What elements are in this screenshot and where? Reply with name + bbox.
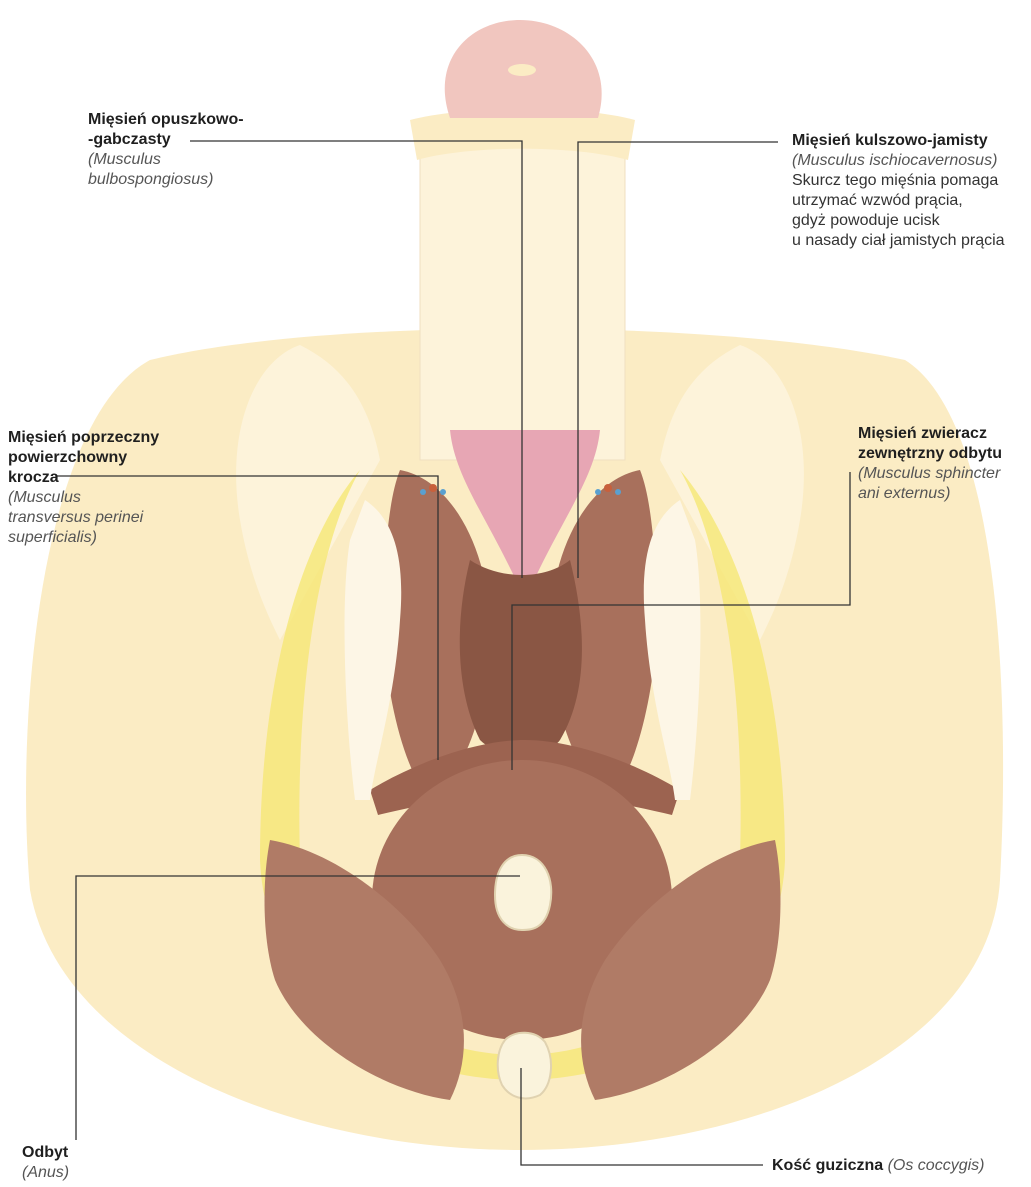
label-transversus: Mięsień poprzeczny powierzchowny krocza … xyxy=(8,428,208,548)
label-ischiocavernosus: Mięsień kulszowo-jamisty (Musculus ischi… xyxy=(792,131,1027,251)
ischiocavernosus-latin: (Musculus ischiocavernosus) xyxy=(792,151,1027,171)
sphincter-latin-line1: (Musculus sphincter xyxy=(858,464,1028,484)
ischiocavernosus-desc-line2: utrzymać wzwód prącia, xyxy=(792,191,1027,211)
ischiocavernosus-desc-line1: Skurcz tego mięśnia pomaga xyxy=(792,171,1027,191)
transversus-latin-line3: superficialis) xyxy=(8,528,208,548)
coccyx-latin: (Os coccygis) xyxy=(888,1157,985,1174)
left-vessel-vein xyxy=(420,489,426,495)
ischiocavernosus-desc-line3: gdyż powoduje ucisk xyxy=(792,211,1027,231)
bulbospongiosus-muscle xyxy=(460,560,582,755)
anus-latin: (Anus) xyxy=(22,1163,142,1183)
urethral-opening xyxy=(508,64,536,76)
coccyx-name: Kość guziczna xyxy=(772,1157,888,1174)
label-anus: Odbyt (Anus) xyxy=(22,1143,142,1183)
bulbospongiosus-latin-line1: (Musculus xyxy=(88,150,268,170)
label-coccyx: Kość guziczna (Os coccygis) xyxy=(772,1156,1027,1176)
left-vessel-artery xyxy=(429,484,437,492)
sphincter-name-line1: Mięsień zwieracz xyxy=(858,424,1028,444)
label-bulbospongiosus: Mięsień opuszkowo- -gabczasty (Musculus … xyxy=(88,110,268,190)
right-vessel-artery xyxy=(604,484,612,492)
transversus-name-line1: Mięsień poprzeczny xyxy=(8,428,208,448)
coccyx-bone xyxy=(498,1033,551,1099)
left-vessel-vein-2 xyxy=(440,489,446,495)
transversus-name-line3: krocza xyxy=(8,468,208,488)
label-sphincter: Mięsień zwieracz zewnętrzny odbytu (Musc… xyxy=(858,424,1028,504)
ischiocavernosus-desc-line4: u nasady ciał jamistych prącia xyxy=(792,231,1027,251)
anus-shape xyxy=(495,855,551,930)
right-vessel-vein-2 xyxy=(615,489,621,495)
sphincter-latin-line2: ani externus) xyxy=(858,484,1028,504)
bulbospongiosus-name-line1: Mięsień opuszkowo- xyxy=(88,110,268,130)
transversus-name-line2: powierzchowny xyxy=(8,448,208,468)
transversus-latin-line1: (Musculus xyxy=(8,488,208,508)
bulbospongiosus-name-line2: -gabczasty xyxy=(88,130,268,150)
ischiocavernosus-name: Mięsień kulszowo-jamisty xyxy=(792,131,1027,151)
sphincter-name-line2: zewnętrzny odbytu xyxy=(858,444,1028,464)
anus-name: Odbyt xyxy=(22,1143,142,1163)
transversus-latin-line2: transversus perinei xyxy=(8,508,208,528)
bulbospongiosus-latin-line2: bulbospongiosus) xyxy=(88,170,268,190)
right-vessel-vein xyxy=(595,489,601,495)
